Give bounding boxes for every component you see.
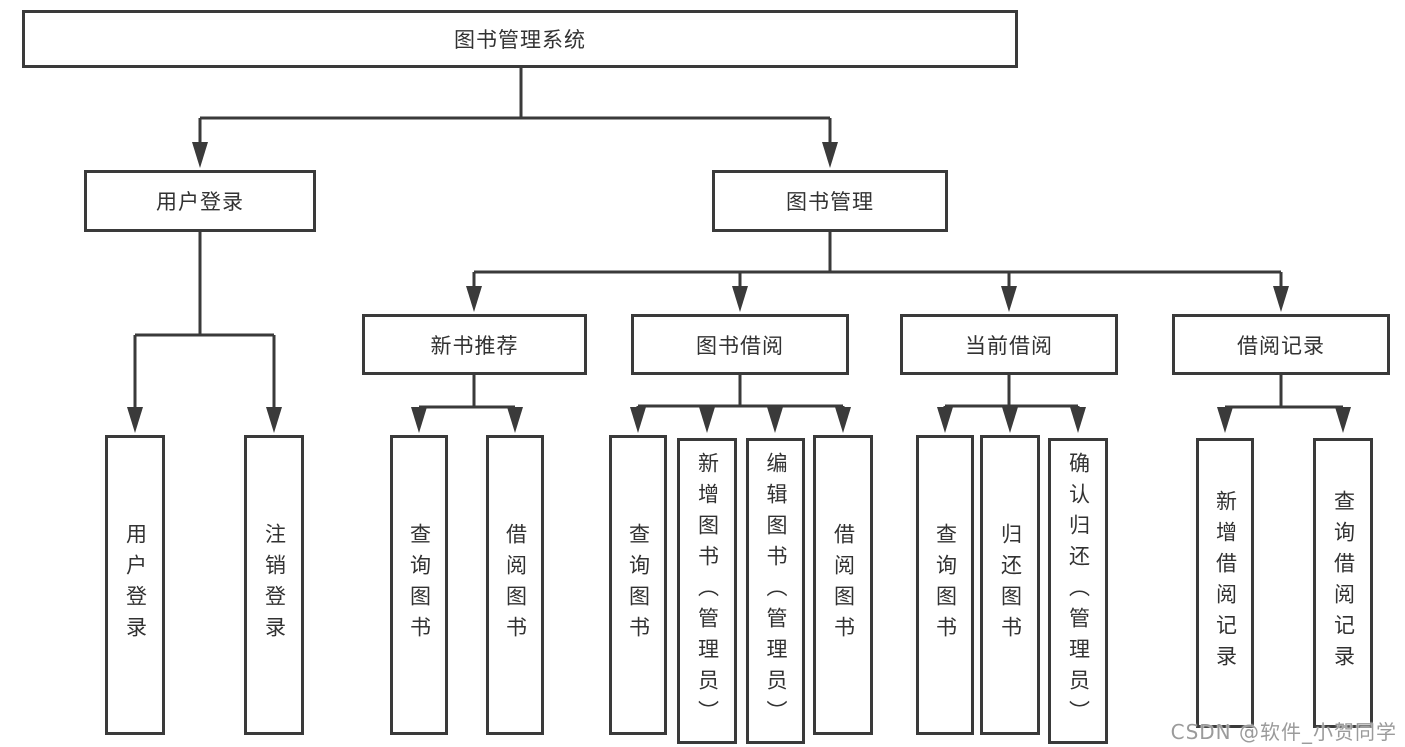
leaf-label: 新增借阅记录 — [1213, 490, 1238, 676]
leaf-logout: 注销登录 — [244, 435, 304, 735]
arrow-down-icon — [127, 407, 143, 433]
arrow-down-icon — [822, 142, 838, 168]
arrow-down-icon — [1217, 407, 1233, 433]
node-new-book-recommend: 新书推荐 — [362, 314, 587, 375]
arrow-down-icon — [1070, 407, 1086, 433]
leaf-label: 查询图书 — [626, 523, 651, 647]
leaf-add-borrow-record: 新增借阅记录 — [1196, 438, 1254, 728]
arrow-down-icon — [1001, 286, 1017, 312]
leaf-label: 借阅图书 — [831, 523, 856, 647]
arrow-down-icon — [411, 407, 427, 433]
arrow-down-icon — [1002, 407, 1018, 433]
leaf-borrow-books-newbook: 借阅图书 — [486, 435, 544, 735]
leaf-label: 新增图书（管理员） — [695, 451, 720, 731]
arrow-down-icon — [835, 407, 851, 433]
leaf-label: 编辑图书（管理员） — [764, 451, 788, 731]
connector-lines — [133, 68, 1345, 416]
node-book-management: 图书管理 — [712, 170, 948, 232]
leaf-label: 查询图书 — [407, 523, 432, 647]
node-borrow-records: 借阅记录 — [1172, 314, 1390, 375]
arrow-down-icon — [507, 407, 523, 433]
leaf-label: 注销登录 — [262, 523, 287, 647]
node-root-library-system: 图书管理系统 — [22, 10, 1018, 68]
leaf-label: 归还图书 — [998, 523, 1023, 647]
leaf-user-login: 用户登录 — [105, 435, 165, 735]
leaf-query-books-current: 查询图书 — [916, 435, 974, 735]
arrow-down-icon — [466, 286, 482, 312]
arrow-down-icon — [699, 407, 715, 433]
node-user-login: 用户登录 — [84, 170, 316, 232]
arrow-down-icon — [630, 407, 646, 433]
connector-book-management-to-level3 — [472, 232, 1283, 294]
arrow-down-icon — [266, 407, 282, 433]
connector-root-to-level2 — [198, 68, 832, 150]
leaf-label: 查询图书 — [933, 523, 958, 647]
csdn-watermark: CSDN @软件_小贺同学 — [1170, 720, 1397, 744]
connector-user-login-to-leaves — [133, 232, 276, 416]
leaf-query-books-borrow: 查询图书 — [609, 435, 667, 735]
leaf-add-book-admin: 新增图书（管理员） — [677, 438, 737, 744]
arrow-down-icon — [937, 407, 953, 433]
node-book-borrow: 图书借阅 — [631, 314, 849, 375]
connector-borrow-records-to-leaves — [1223, 375, 1345, 416]
leaf-borrow-books-borrow: 借阅图书 — [813, 435, 873, 735]
arrowheads — [127, 142, 1351, 433]
leaf-label: 查询借阅记录 — [1331, 490, 1356, 676]
leaf-query-books-newbook: 查询图书 — [390, 435, 448, 735]
leaf-query-borrow-record: 查询借阅记录 — [1313, 438, 1373, 728]
leaf-label: 确认归还（管理员） — [1066, 451, 1091, 731]
arrow-down-icon — [1273, 286, 1289, 312]
arrow-down-icon — [732, 286, 748, 312]
leaf-return-book: 归还图书 — [980, 435, 1040, 735]
leaf-label: 借阅图书 — [503, 523, 528, 647]
connector-book-borrow-to-leaves — [636, 375, 845, 416]
arrow-down-icon — [192, 142, 208, 168]
arrow-down-icon — [1335, 407, 1351, 433]
arrow-down-icon — [767, 407, 783, 433]
connector-new-book-to-leaves — [417, 375, 517, 416]
leaf-confirm-return-admin: 确认归还（管理员） — [1048, 438, 1108, 744]
node-current-borrow: 当前借阅 — [900, 314, 1118, 375]
leaf-label: 用户登录 — [123, 523, 148, 647]
leaf-edit-book-admin: 编辑图书（管理员） — [746, 438, 805, 744]
